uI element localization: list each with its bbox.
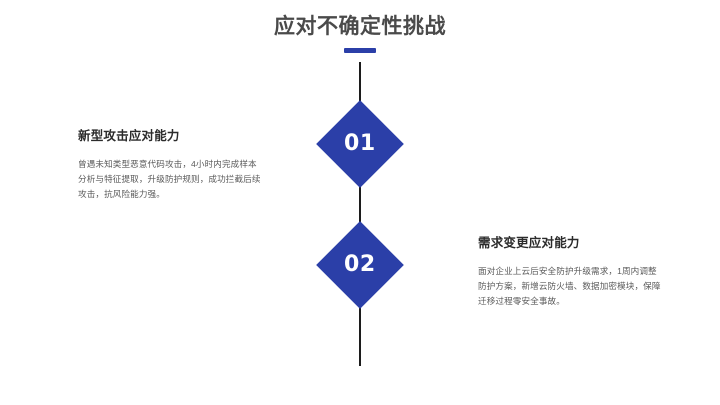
page-title: 应对不确定性挑战 xyxy=(274,15,446,38)
timeline-node-01-number: 01 xyxy=(344,131,376,156)
timeline-item-02-heading: 需求变更应对能力 xyxy=(478,236,580,250)
timeline-item-02-body: 面对企业上云后安全防护升级需求，1周内调整防护方案，新增云防火墙、数据加密模块，… xyxy=(478,266,661,307)
title-accent-rule xyxy=(344,48,376,54)
timeline-item-01-text: 新型攻击应对能力 曾遇未知类型恶意代码攻击，4小时内完成样本分析与特征提取，升级… xyxy=(78,128,263,202)
timeline-node-01[interactable]: 01 xyxy=(316,100,404,188)
timeline-item-01-heading: 新型攻击应对能力 xyxy=(78,129,180,143)
timeline-node-02[interactable]: 02 xyxy=(316,221,404,309)
timeline-item-01-body: 曾遇未知类型恶意代码攻击，4小时内完成样本分析与特征提取，升级防护规则，成功拦截… xyxy=(78,159,261,200)
timeline-axis xyxy=(359,62,361,366)
title-block: 应对不确定性挑战 xyxy=(0,14,720,54)
timeline-node-02-number: 02 xyxy=(344,252,376,277)
timeline-item-02-text: 需求变更应对能力 面对企业上云后安全防护升级需求，1周内调整防护方案，新增云防火… xyxy=(478,235,663,309)
